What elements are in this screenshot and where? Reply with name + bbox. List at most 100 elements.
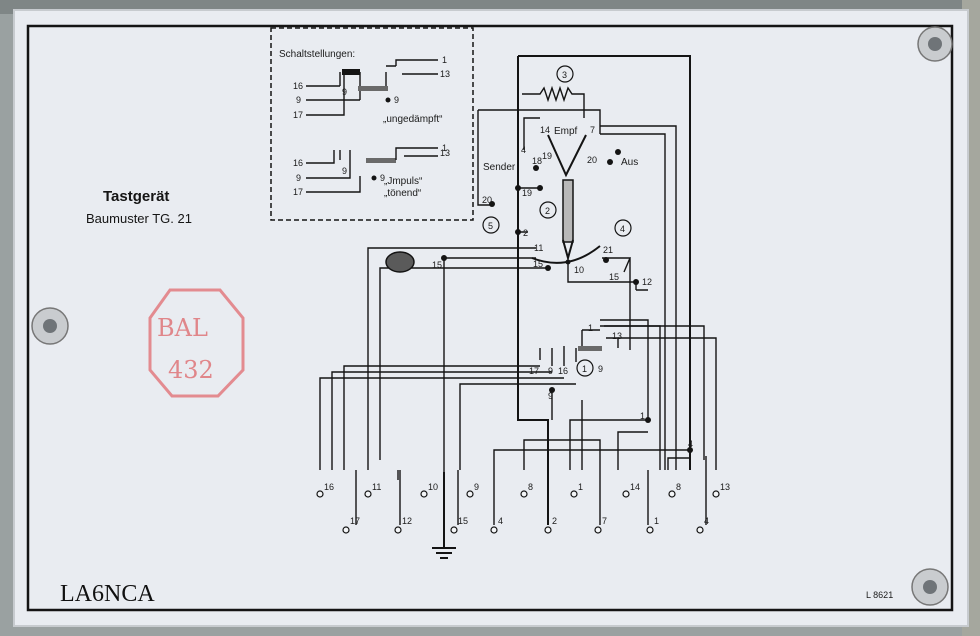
- label-n10a: 10: [574, 265, 584, 275]
- terminal-label-lower-2: 2: [552, 516, 557, 526]
- label-n15c: 15: [432, 260, 442, 270]
- label-n7: 7: [590, 125, 595, 135]
- inspection-stamp: BAL 432: [148, 288, 245, 398]
- label-n2: 2: [523, 228, 528, 238]
- label-empf: Empf: [554, 126, 578, 137]
- legend-top-label: „ungedämpft“: [383, 114, 442, 125]
- terminal-lower-2: [544, 526, 552, 534]
- component-1: 1: [582, 364, 587, 374]
- label-n19b: 19: [522, 188, 532, 198]
- label-n15b: 15: [609, 272, 619, 282]
- terminal-label-upper-8: 8: [528, 482, 533, 492]
- switch1-labels: 17 9 16 9 1 13 9 1 4: [529, 323, 693, 449]
- sw-label-17: 17: [529, 366, 539, 376]
- terminal-label-upper-1: 1: [578, 482, 583, 492]
- stamp-number: 432: [168, 356, 214, 384]
- legend-bot-term-9: 9: [296, 173, 301, 183]
- terminal-label-lower-17: 17: [350, 516, 360, 526]
- terminal-lower-7: [594, 526, 602, 534]
- legend-top-term-16: 16: [293, 81, 303, 91]
- terminal-label-upper-13: 13: [720, 482, 730, 492]
- label-n12: 12: [642, 277, 652, 287]
- legend-top-term-13: 13: [440, 69, 450, 79]
- component-5: 5: [488, 221, 493, 231]
- component-3: 3: [562, 70, 567, 80]
- sw-label-4: 4: [688, 439, 693, 449]
- junction-dots: [441, 149, 693, 453]
- component-markers: 3 2 4 5 1: [482, 65, 632, 377]
- sw-label-16: 16: [558, 366, 568, 376]
- legend-bot-term-1: 1: [442, 143, 447, 153]
- terminal-lower-4: [696, 526, 704, 534]
- terminal-lower-12: [394, 526, 402, 534]
- legend-bot-term-16: 16: [293, 158, 303, 168]
- legend-heading: Schaltstellungen:: [279, 49, 355, 60]
- terminal-upper-8: [668, 490, 676, 498]
- label-n18: 18: [532, 156, 542, 166]
- label-n21: 21: [603, 245, 613, 255]
- terminal-lower-4: [490, 526, 498, 534]
- terminal-label-upper-8: 8: [676, 482, 681, 492]
- label-sender: Sender: [483, 162, 516, 173]
- plate-title: Tastgerät: [103, 188, 169, 205]
- terminal-upper-1: [570, 490, 578, 498]
- terminal-upper-9: [466, 490, 474, 498]
- terminal-label-lower-7: 7: [602, 516, 607, 526]
- label-n15a: 15: [533, 259, 543, 269]
- label-n19a: 19: [542, 151, 552, 161]
- sw-label-1: 1: [588, 323, 593, 333]
- legend-top-mid-9: 9: [394, 95, 399, 105]
- label-n14: 14: [540, 125, 550, 135]
- nameplate: [13, 9, 969, 627]
- terminal-label-upper-11: 11: [372, 482, 381, 492]
- terminal-upper-13: [712, 490, 720, 498]
- legend-bot-label-1: „Jmpuls“: [384, 176, 422, 187]
- component-4: 4: [620, 224, 625, 234]
- legend-bot-term-13: 13: [440, 148, 450, 158]
- terminal-label-upper-14: 14: [630, 482, 640, 492]
- terminal-upper-10: [420, 490, 428, 498]
- terminal-upper-8: [520, 490, 528, 498]
- label-n20a: 20: [587, 155, 597, 165]
- legend-box: [270, 27, 474, 221]
- part-number: L 8621: [866, 590, 893, 600]
- terminal-upper-11: [364, 490, 372, 498]
- terminal-upper-14: [622, 490, 630, 498]
- sw-label-13: 13: [612, 331, 622, 341]
- terminal-label-upper-10: 10: [428, 482, 438, 492]
- label-n11: 11: [534, 243, 543, 253]
- terminal-label-lower-12: 12: [402, 516, 412, 526]
- terminal-lower-17: [342, 526, 350, 534]
- terminal-label-lower-15: 15: [458, 516, 468, 526]
- screw-top-right: [917, 26, 953, 62]
- terminal-lower-1: [646, 526, 654, 534]
- label-n4: 4: [521, 145, 526, 155]
- sw-label-1b: 1: [640, 411, 645, 421]
- screw-left: [31, 307, 69, 345]
- legend-bot-label-2: „tönend“: [384, 188, 421, 199]
- component-2: 2: [545, 206, 550, 216]
- label-n20b: 20: [482, 195, 492, 205]
- terminal-label-lower-1: 1: [654, 516, 659, 526]
- terminal-label-upper-9: 9: [474, 482, 479, 492]
- legend-top-mid-9a: 9: [342, 87, 347, 97]
- terminal-label-upper-16: 16: [324, 482, 334, 492]
- legend-top-term-9: 9: [296, 95, 301, 105]
- contact-labels: Sender Empf Aus 4 14 7 18 19 20 20 19 2 …: [432, 125, 652, 287]
- terminal-lower-15: [450, 526, 458, 534]
- terminal-upper-16: [316, 490, 324, 498]
- sw-label-9c: 9: [548, 391, 553, 401]
- legend-top-term-1: 1: [442, 55, 447, 65]
- terminal-label-lower-4: 4: [704, 516, 709, 526]
- screw-bottom-right: [911, 568, 949, 606]
- plate-model: Baumuster TG. 21: [86, 211, 192, 226]
- legend-ungedaempft: 16 9 17 9 9 1 13 „ungedämpft“: [293, 55, 450, 125]
- legend-bot-term-17: 17: [293, 187, 303, 197]
- legend-bot-mid-9: 9: [380, 173, 385, 183]
- sw-label-9b: 9: [598, 364, 603, 374]
- plate-border: [26, 24, 954, 612]
- legend-bot-mid-9a: 9: [342, 166, 347, 176]
- legend-impuls-toenend: 16 9 17 9 9 1 13 „Jmpuls“ „tönend“: [293, 143, 450, 199]
- legend-top-term-17: 17: [293, 110, 303, 120]
- watermark: LA6NCA: [60, 581, 155, 607]
